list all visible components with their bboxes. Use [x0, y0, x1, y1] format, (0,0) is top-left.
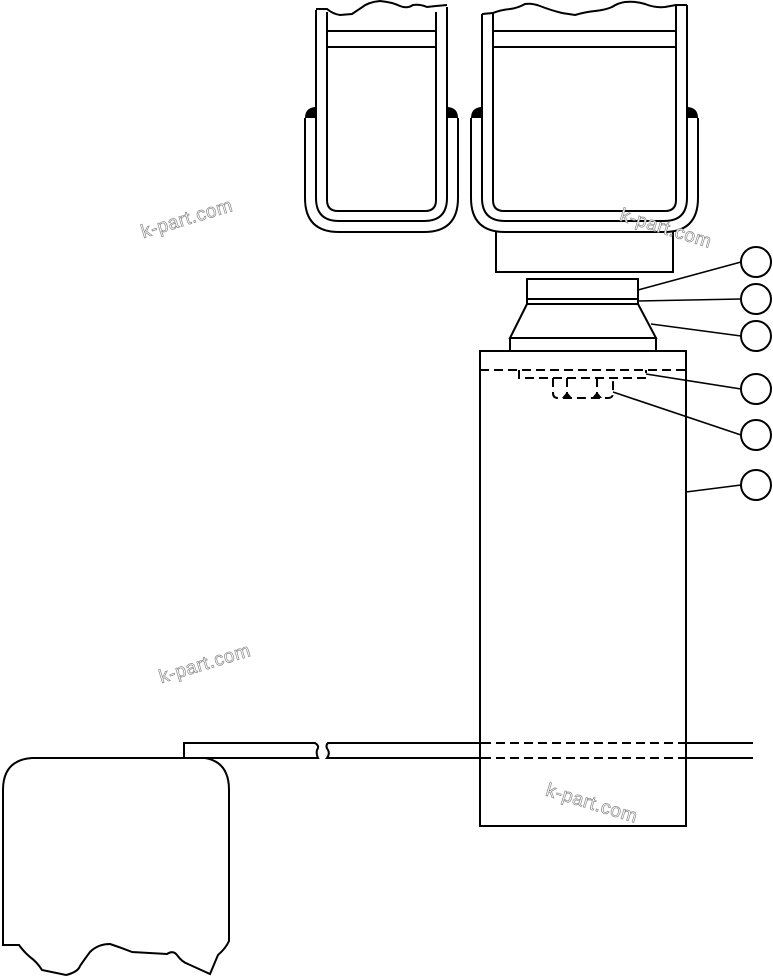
callout-circle-1: [740, 246, 772, 278]
callout-label-5: [741, 420, 771, 450]
upper-collar: [526, 278, 639, 300]
callout-label-6: [741, 470, 771, 500]
collar-ring: [526, 298, 639, 305]
right-u-bracket: [470, 0, 699, 273]
callout-circle-6: [740, 469, 772, 501]
callout-leaders: [612, 261, 742, 493]
callout-label-1: [741, 247, 771, 277]
callout-label-2: [741, 284, 771, 314]
callout-label-4: [741, 374, 771, 404]
callout-circle-2: [740, 283, 772, 315]
callout-circle-4: [740, 373, 772, 405]
tapered-mount: [508, 303, 658, 339]
callout-label-3: [741, 321, 771, 351]
mount-stack: [508, 278, 658, 351]
horizontal-bar: [183, 741, 753, 760]
main-housing: [479, 350, 687, 827]
callout-circle-5: [740, 419, 772, 451]
left-u-bracket: [304, 0, 459, 233]
lower-left-block: [2, 757, 230, 977]
callout-circle-3: [740, 320, 772, 352]
